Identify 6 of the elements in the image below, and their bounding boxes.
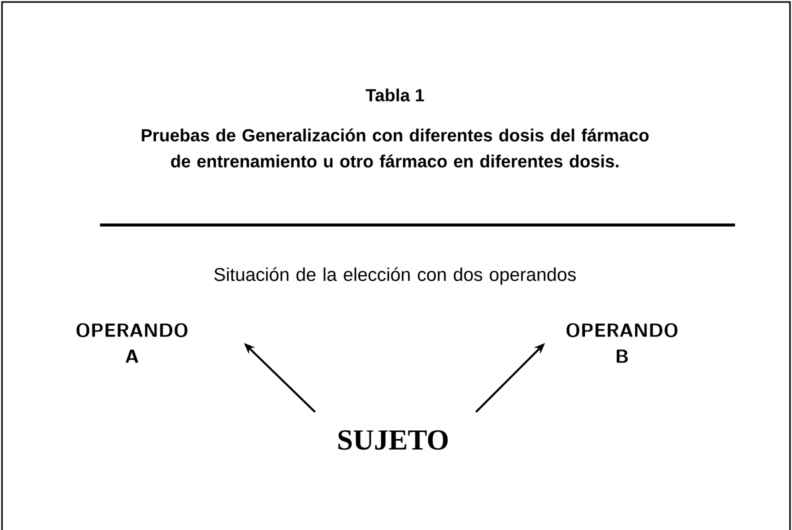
table-title: Tabla 1 (366, 88, 424, 102)
subject-label: SUJETO (338, 430, 448, 450)
operand-label: OPERANDO A (76, 323, 188, 363)
table-heading: Pruebas de Generalización con diferentes dosis del fármaco de entrenamiento u otro fármaco en diferentes dosis. (142, 128, 649, 168)
operand-label: OPERANDO B (566, 323, 678, 363)
subtitle: Situación de la elección con dos operandos (214, 267, 576, 285)
